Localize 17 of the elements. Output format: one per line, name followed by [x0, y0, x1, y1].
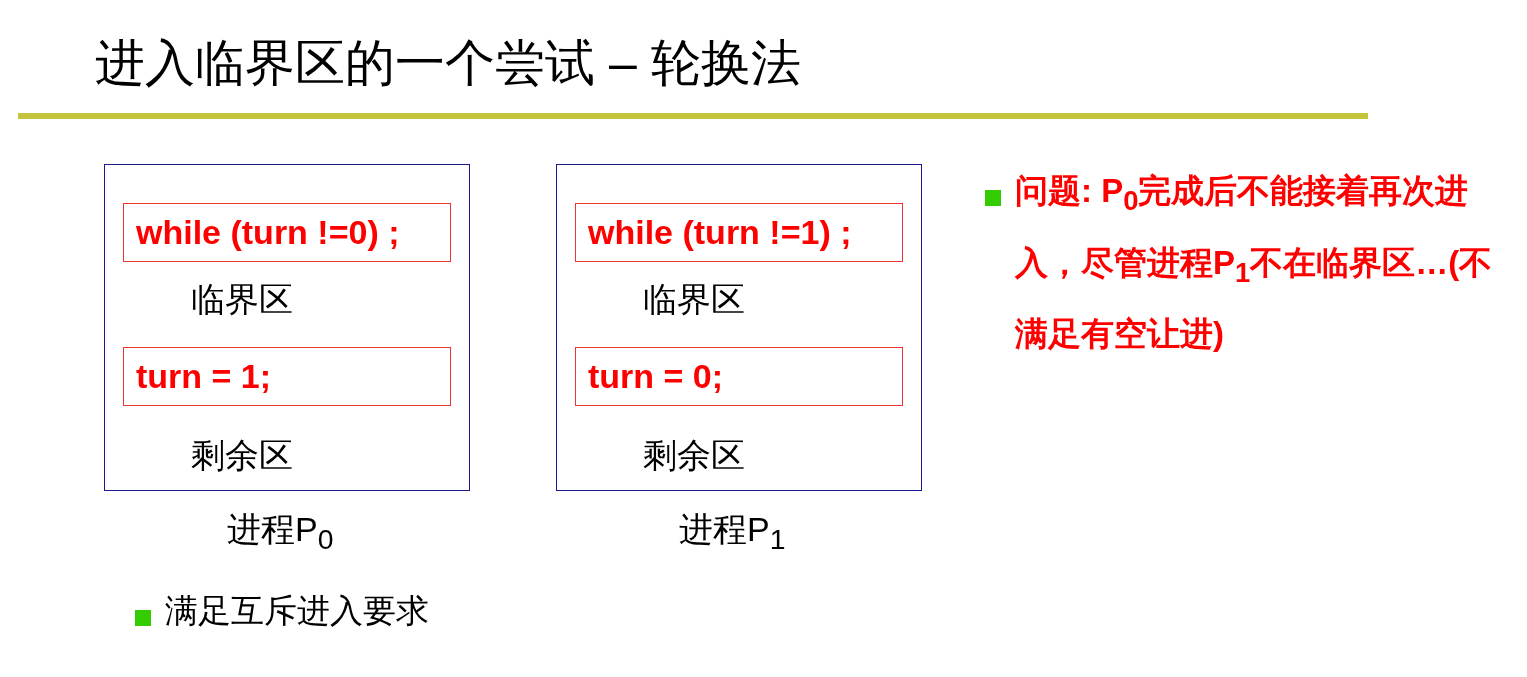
section-label: 临界区 — [191, 279, 293, 320]
code-box — [123, 203, 451, 262]
code-box — [575, 347, 903, 406]
bullet-text: 满足互斥进入要求 — [165, 591, 429, 631]
code-text: while (turn !=0) ; — [136, 213, 400, 252]
code-text: turn = 0; — [588, 357, 724, 396]
bullet-text: 问题: P$_{0}$完成后不能接着再次进入，尽管进程P$_{1}$不在临界区…(不满足有空让进) — [1015, 171, 1494, 355]
section-label: 剩余区 — [191, 435, 293, 476]
slide-title: 进入临界区的一个尝试 – 轮换法 — [95, 34, 801, 93]
process-caption: 进程P$_{0}$ — [227, 509, 334, 556]
code-box — [575, 203, 903, 262]
process-caption: 进程P$_{1}$ — [679, 509, 786, 556]
section-label: 临界区 — [643, 279, 745, 320]
code-text: turn = 1; — [136, 357, 272, 396]
section-label: 剩余区 — [643, 435, 745, 476]
code-box — [123, 347, 451, 406]
code-text: while (turn !=1) ; — [588, 213, 852, 252]
